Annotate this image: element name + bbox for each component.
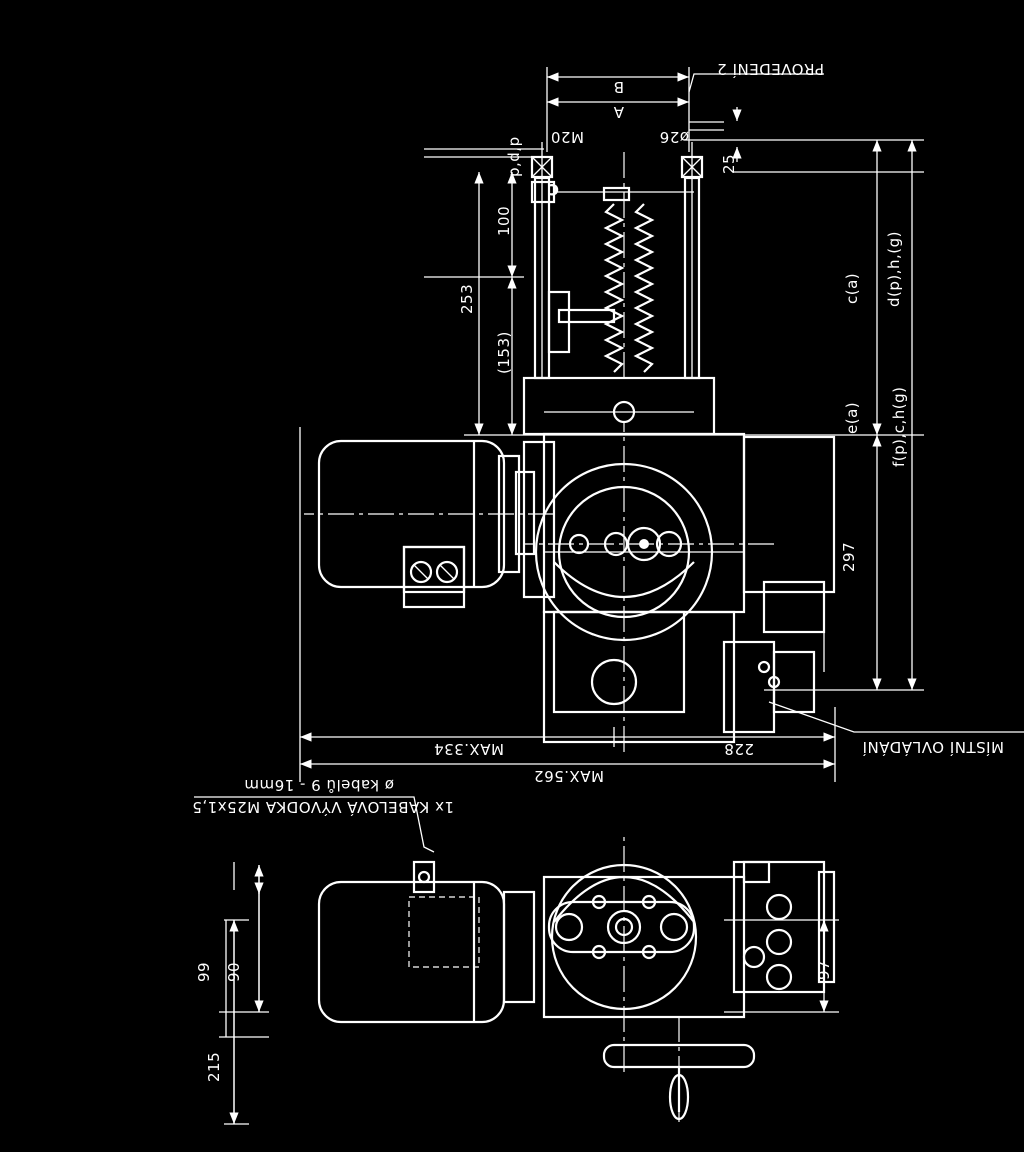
rotated-drawing-group: PROVEDENÍ 2 B A M20 ø26 p,d,p 25 100 253… bbox=[192, 60, 1024, 1125]
label-dim-b: B bbox=[613, 78, 624, 96]
dim-max562 bbox=[299, 427, 836, 782]
label-kabel2: ø kabelů 9 - 16mm bbox=[244, 776, 394, 794]
top-dims bbox=[219, 862, 839, 1125]
label-mistni: MÍSTNÍ OVLÁDÁNÍ bbox=[862, 738, 1004, 757]
label-dhg: d(p),h,(g) bbox=[885, 231, 903, 307]
label-m20: M20 bbox=[550, 128, 584, 146]
gearbox-body bbox=[522, 422, 774, 752]
front-view bbox=[299, 67, 1024, 782]
label-fpch: f(p),c,h(g) bbox=[890, 386, 908, 467]
label-ea: e(a) bbox=[843, 402, 861, 434]
bellows bbox=[547, 152, 655, 378]
label-c: C bbox=[547, 180, 559, 199]
label-phi26: ø26 bbox=[659, 128, 689, 146]
label-ca: c(a) bbox=[843, 273, 861, 304]
top-view bbox=[194, 796, 839, 1125]
control-housing bbox=[542, 435, 836, 744]
label-max562: MAX.562 bbox=[534, 767, 604, 785]
dim-253-153-100 bbox=[424, 148, 544, 435]
label-297: 297 bbox=[840, 542, 858, 572]
label-provedeni: PROVEDENÍ 2 bbox=[717, 60, 824, 79]
top-motor bbox=[317, 860, 536, 1024]
label-max334: MAX.334 bbox=[434, 740, 504, 758]
label-228: 228 bbox=[724, 740, 754, 758]
label-pdp: p,d,p bbox=[505, 136, 523, 177]
label-153: (153) bbox=[495, 331, 513, 374]
terminal-box bbox=[402, 545, 466, 609]
top-control-box bbox=[732, 860, 836, 994]
label-kabel1: 1x KABELOVÁ VÝVODKA M25x1,5 bbox=[192, 798, 454, 817]
label-90: 90 bbox=[225, 962, 243, 982]
labels: PROVEDENÍ 2 B A M20 ø26 p,d,p 25 100 253… bbox=[192, 60, 1004, 1082]
label-25: 25 bbox=[720, 154, 738, 174]
yoke bbox=[522, 142, 716, 436]
label-99: 99 bbox=[195, 962, 213, 982]
label-dim-a: A bbox=[613, 103, 624, 121]
dim-max334-228 bbox=[300, 727, 835, 747]
label-253: 253 bbox=[458, 284, 476, 314]
dim-top-ab bbox=[546, 67, 824, 162]
label-97: 97 bbox=[815, 960, 833, 980]
top-gearbox bbox=[542, 832, 746, 1072]
top-handwheel bbox=[602, 1012, 756, 1122]
label-215: 215 bbox=[205, 1052, 223, 1082]
label-100: 100 bbox=[495, 206, 513, 236]
